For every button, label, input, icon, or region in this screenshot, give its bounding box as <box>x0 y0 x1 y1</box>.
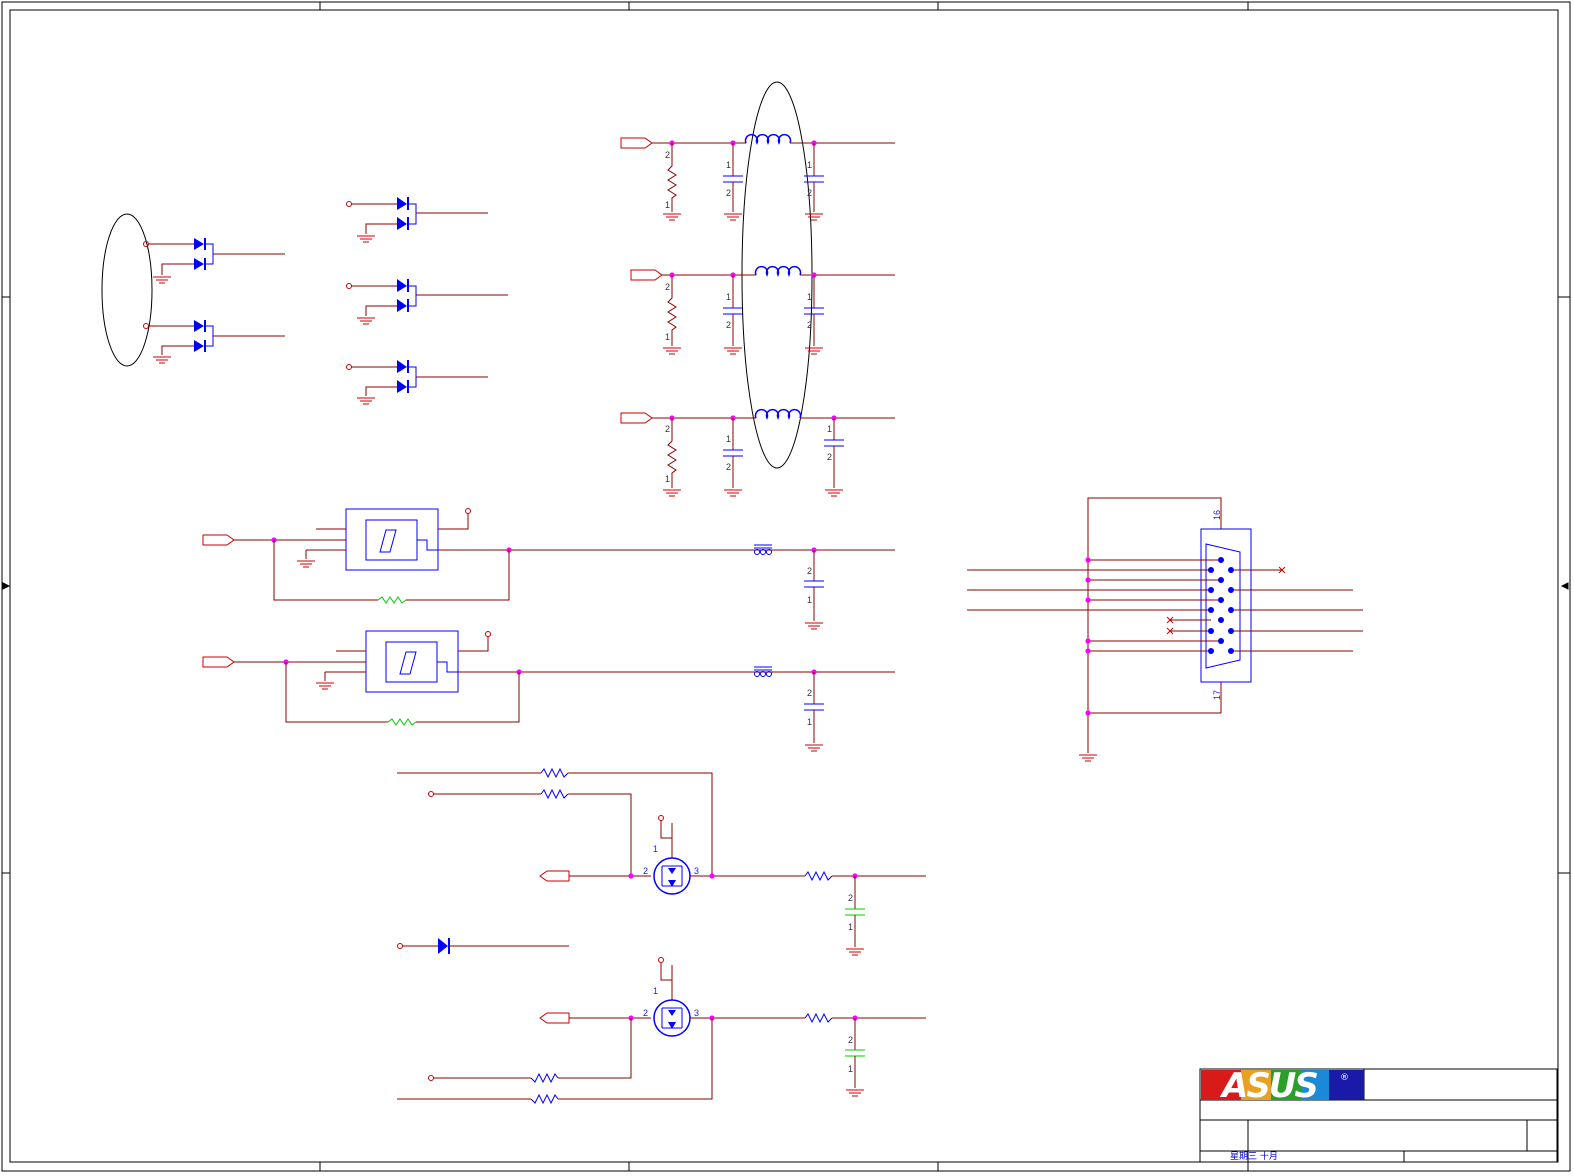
svg-text:2: 2 <box>807 320 812 330</box>
svg-text:2: 2 <box>665 150 670 160</box>
svg-text:1: 1 <box>653 986 658 996</box>
svg-text:2: 2 <box>726 462 731 472</box>
standalone-diode <box>397 938 569 954</box>
svg-text:1: 1 <box>665 200 670 210</box>
ddc-level-shifter-2: 2 1 2 3 1 <box>397 957 926 1105</box>
svg-text:3: 3 <box>694 1008 699 1018</box>
esd-diode-group-left <box>101 213 285 367</box>
svg-text:2: 2 <box>726 188 731 198</box>
svg-text:1: 1 <box>848 1064 853 1074</box>
svg-text:1: 1 <box>807 717 812 727</box>
svg-text:2: 2 <box>807 566 812 576</box>
connector-pin-16: 16 <box>1212 510 1222 520</box>
svg-text:1: 1 <box>827 424 832 434</box>
connector-pin-17: 17 <box>1212 690 1222 700</box>
vga-connector: 16 17 <box>967 497 1363 762</box>
ddc-level-shifter-1: 2 1 2 3 1 <box>397 767 926 956</box>
asus-logo: ASUS ® <box>1201 1066 1364 1106</box>
svg-text:3: 3 <box>694 866 699 876</box>
svg-text:2: 2 <box>665 424 670 434</box>
schmitt-buffer-2: 2 1 <box>202 630 895 752</box>
svg-text:1: 1 <box>807 292 812 302</box>
svg-text:1: 1 <box>726 160 731 170</box>
svg-text:2: 2 <box>643 866 648 876</box>
svg-text:2: 2 <box>807 188 812 198</box>
svg-text:1: 1 <box>726 434 731 444</box>
svg-text:2: 2 <box>643 1008 648 1018</box>
svg-text:1: 1 <box>726 292 731 302</box>
svg-text:®: ® <box>1340 1073 1349 1083</box>
title-block: ASUS ® 星期三 十月 <box>1199 1066 1558 1163</box>
svg-text:2: 2 <box>848 893 853 903</box>
svg-text:1: 1 <box>807 595 812 605</box>
schmitt-buffer-1: 2 1 <box>202 508 895 630</box>
svg-text:ASUS: ASUS <box>1219 1066 1317 1106</box>
svg-text:2: 2 <box>807 688 812 698</box>
video-filter-network <box>620 81 895 497</box>
svg-text:1: 1 <box>807 160 812 170</box>
esd-diode-group-middle <box>346 197 508 405</box>
svg-text:2: 2 <box>848 1035 853 1045</box>
svg-text:1: 1 <box>665 474 670 484</box>
title-block-date: 星期三 十月 <box>1230 1150 1278 1162</box>
filter-pin-numbers: 2 1 1 2 1 2 2 1 1 2 1 2 2 1 1 2 1 2 <box>665 150 832 484</box>
svg-text:1: 1 <box>653 844 658 854</box>
svg-text:1: 1 <box>665 332 670 342</box>
svg-text:1: 1 <box>848 922 853 932</box>
svg-text:2: 2 <box>827 452 832 462</box>
svg-text:2: 2 <box>726 320 731 330</box>
svg-text:2: 2 <box>665 282 670 292</box>
